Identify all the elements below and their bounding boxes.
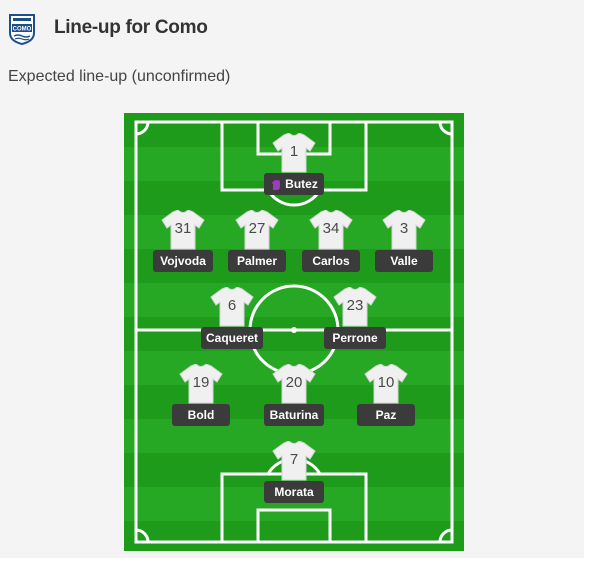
player-midfielder[interactable]: 6 Caqueret [192,287,272,349]
player-defender[interactable]: 3 Valle [364,210,444,272]
player-midfielder[interactable]: 23 Perrone [315,287,395,349]
shirt-icon [210,287,254,327]
como-crest-icon: COMO [9,14,35,45]
shirt-icon [333,287,377,327]
player-name: Butez [285,177,318,191]
player-attacking-midfielder[interactable]: 10 Paz [346,364,426,426]
player-number: 10 [377,374,395,391]
shirt-icon [272,133,316,173]
player-striker[interactable]: 7 Morata [254,441,334,503]
player-number: 31 [174,220,192,237]
shirt-icon [235,210,279,250]
player-defender[interactable]: 31 Vojvoda [143,210,223,272]
player-number: 6 [227,297,237,314]
player-nameplate: Paz [357,404,415,426]
player-nameplate: Butez [264,173,324,195]
svg-text:COMO: COMO [13,27,32,33]
player-number: 1 [289,143,299,160]
player-nameplate: Perrone [324,327,386,349]
player-defender[interactable]: 27 Palmer [217,210,297,272]
player-goalkeeper[interactable]: 1 Butez [254,133,334,195]
player-number: 3 [399,220,409,237]
lineup-subtitle: Expected line-up (unconfirmed) [8,68,231,85]
player-nameplate: Baturina [264,404,324,426]
player-nameplate: Morata [264,481,324,503]
shirt-icon [179,364,223,404]
player-nameplate: Valle [375,250,433,272]
player-nameplate: Bold [172,404,230,426]
lineup-header: COMO Line-up for Como [0,0,584,56]
player-number: 27 [248,220,266,237]
shirt-icon [272,364,316,404]
player-number: 34 [322,220,340,237]
player-number: 7 [289,451,299,468]
player-attacking-midfielder[interactable]: 20 Baturina [254,364,334,426]
player-nameplate: Palmer [228,250,286,272]
shirt-icon [161,210,205,250]
player-nameplate: Caqueret [201,327,263,349]
lineup-title: Line-up for Como [54,17,208,38]
goalkeeper-glove-icon [272,179,281,190]
player-number: 20 [285,374,303,391]
shirt-icon [382,210,426,250]
shirt-icon [272,441,316,481]
shirt-icon [309,210,353,250]
player-attacking-midfielder[interactable]: 19 Bold [161,364,241,426]
football-pitch: 1 Butez 31 Vojvoda 27 Palmer 34 Carlos 3 [124,113,464,551]
player-number: 19 [192,374,210,391]
shirt-icon [364,364,408,404]
player-nameplate: Carlos [302,250,360,272]
player-nameplate: Vojvoda [153,250,213,272]
player-defender[interactable]: 34 Carlos [291,210,371,272]
player-number: 23 [346,297,364,314]
